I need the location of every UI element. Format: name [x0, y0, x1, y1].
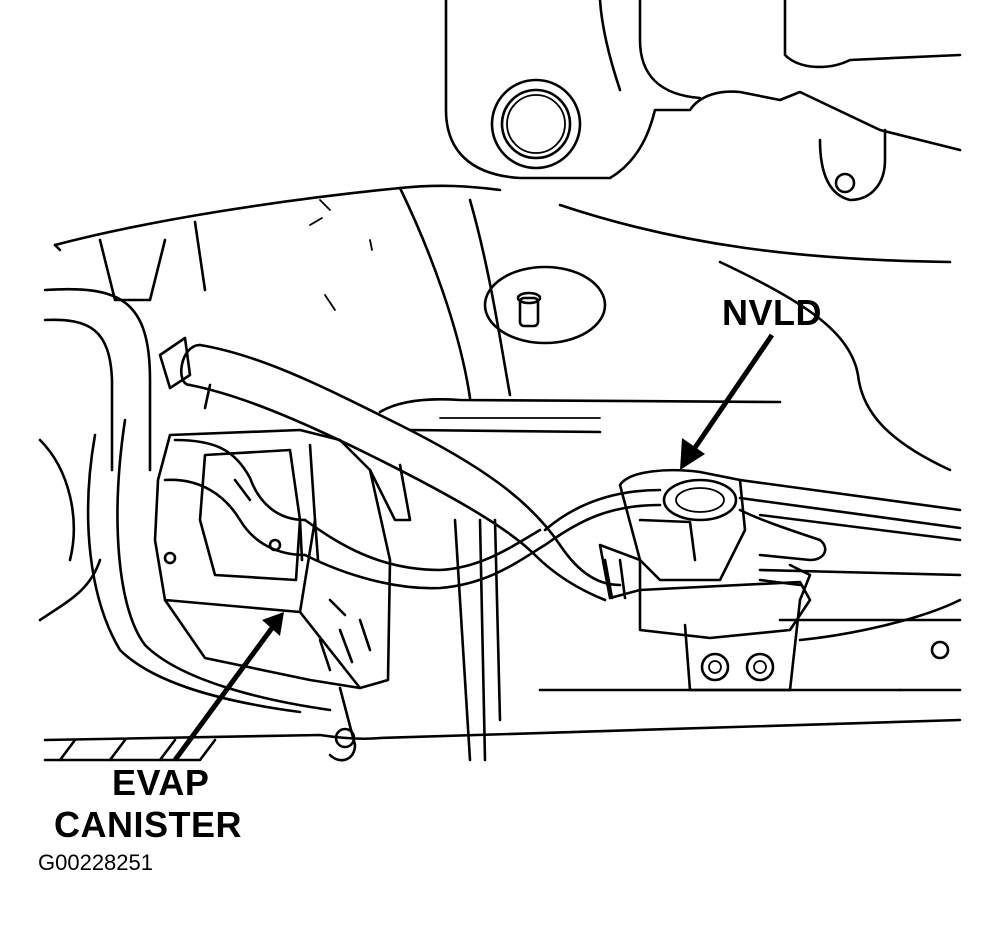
nvld-unit: [598, 468, 827, 692]
nvld-label: NVLD: [722, 292, 822, 333]
upper-body-panel: [444, 0, 962, 202]
filler-neck: [490, 78, 582, 170]
floor-pan: [53, 184, 952, 472]
leader-arrows: [172, 333, 775, 762]
canister-hoses: [163, 438, 662, 590]
floor-stud: [483, 265, 607, 345]
lower-floor-edge: [38, 418, 962, 762]
evap-canister-label-line1: EVAP: [112, 762, 210, 803]
evap-canister-label-line2: CANISTER: [54, 804, 243, 845]
vent-hose: [43, 287, 622, 602]
figure-id: G00228251: [38, 850, 153, 875]
